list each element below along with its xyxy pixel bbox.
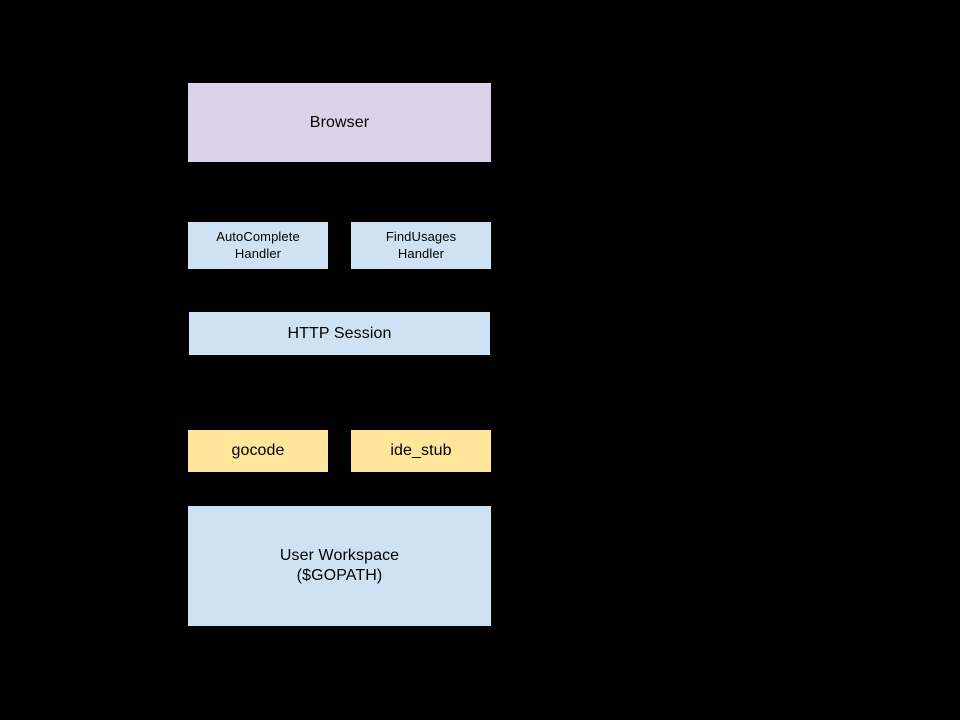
node-gocode[interactable]: gocode (188, 430, 328, 472)
node-browser[interactable]: Browser (188, 83, 491, 162)
node-findusages-handler[interactable]: FindUsages Handler (351, 222, 491, 269)
node-user-workspace[interactable]: User Workspace ($GOPATH) (188, 506, 491, 626)
node-ide-stub[interactable]: ide_stub (351, 430, 491, 472)
connector-arrow-autocomplete (255, 216, 261, 220)
node-autocomplete-handler[interactable]: AutoComplete Handler (188, 222, 328, 269)
node-http-session[interactable]: HTTP Session (188, 311, 491, 356)
connector-arrow-findusages (418, 216, 424, 220)
